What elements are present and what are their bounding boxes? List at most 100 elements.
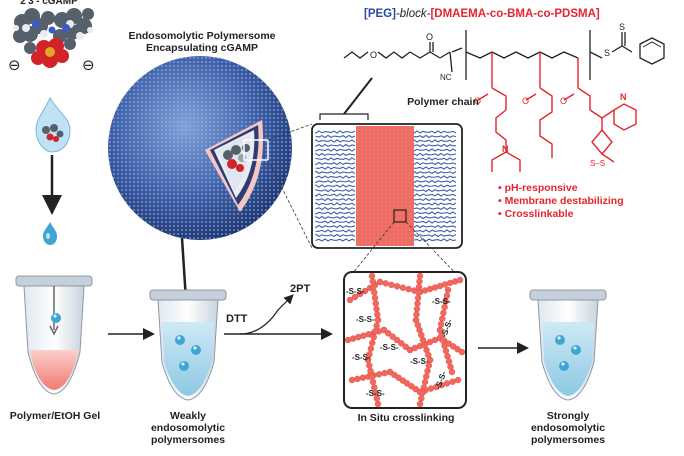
network-bead (459, 349, 465, 355)
network-bead (414, 306, 420, 312)
network-bead (421, 385, 427, 391)
network-bead (369, 340, 375, 346)
disulfide-crosslink-label: -S-S- (352, 353, 371, 362)
n-atom-label: N (502, 144, 509, 154)
network-bead (457, 277, 463, 283)
network-bead (369, 273, 375, 279)
disulfide-crosslink-label: -S-S- (346, 287, 365, 296)
network-bead (445, 287, 451, 293)
network-bead (416, 290, 422, 296)
network-bead (388, 282, 394, 288)
disulfide-crosslink-label: -S-S- (380, 343, 399, 352)
network-bead (420, 390, 426, 396)
charge-symbol-right: ⊖ (82, 57, 95, 74)
disulfide-crosslink-label: -S-S- (366, 389, 385, 398)
network-bead (417, 401, 423, 407)
network-bead (371, 334, 377, 340)
tube-strong-polymersomes (530, 290, 606, 400)
network-bead (374, 306, 380, 312)
tube-polymer-gel (16, 276, 92, 394)
network-bead (371, 290, 377, 296)
polymer-chain-bracket (320, 114, 368, 120)
network-bead (406, 286, 412, 292)
step-label-crosslinking: In Situ crosslinking (346, 412, 466, 424)
polymer-formula: [PEG]-block-[DMAEMA-co-BMA-co-PDSMA] (364, 8, 684, 20)
network-bead (368, 368, 374, 374)
network-bead (370, 379, 376, 385)
disulfide-crosslink-label: -S-S- (356, 315, 375, 324)
network-bead (368, 346, 374, 352)
feature-crosslinkable: • Crosslinkable (498, 208, 668, 221)
cyano-label: NC (440, 73, 452, 82)
polymer-chain-label: Polymer chain (398, 96, 488, 108)
network-bead (377, 279, 383, 285)
network-bead (450, 379, 456, 385)
network-bead (370, 279, 376, 285)
s-atom-thione: S (619, 22, 625, 32)
network-bead (418, 396, 424, 402)
step-label-weak: Weakly endosomolytic polymersomes (136, 410, 240, 446)
network-bead (422, 379, 428, 385)
s-atom-chain: S (604, 48, 610, 58)
network-bead (455, 377, 461, 383)
disulfide-crosslink-label: -S-S- (410, 357, 429, 366)
feature-list: • pH-responsive • Membrane destabilizing… (498, 182, 668, 221)
network-bead (417, 273, 423, 279)
network-bead (415, 295, 421, 301)
network-bead (376, 371, 382, 377)
disulfide-crosslink-label: -S-S- (432, 297, 451, 306)
polymersome-title-line-2: Encapsulating cGAMP (112, 42, 292, 54)
tube-weak-polymersomes (150, 290, 226, 400)
network-bead (371, 284, 377, 290)
network-bead (416, 284, 422, 290)
step-label-gel: Polymer/EtOH Gel (0, 410, 110, 422)
network-bead (446, 359, 452, 365)
network-bead (423, 374, 429, 380)
o-atom-2: O (522, 96, 529, 106)
network-bead (400, 285, 406, 291)
membrane-box (312, 124, 462, 248)
o-atom-peg: O (370, 50, 377, 60)
feature-ph-responsive: • pH-responsive (498, 182, 668, 195)
network-bead (440, 310, 446, 316)
dtt-label: DTT (226, 313, 248, 325)
formula-peg: [PEG] (364, 8, 396, 20)
polymersome-vesicle (108, 56, 292, 240)
byproduct-label: 2PT (290, 283, 310, 295)
formula-block: -block- (396, 8, 431, 20)
network-bead (360, 375, 366, 381)
o-atom-ester: O (426, 32, 433, 42)
network-bead (375, 317, 381, 323)
network-bead (375, 401, 381, 407)
network-bead (373, 301, 379, 307)
step-label-strong: Strongly endosomolytic polymersomes (516, 410, 620, 446)
network-bead (425, 368, 431, 374)
network-bead (417, 279, 423, 285)
byproduct-arrow (240, 296, 292, 334)
small-droplet (43, 222, 57, 245)
network-bead (369, 374, 375, 380)
network-bead (349, 377, 355, 383)
network-bead (372, 328, 378, 334)
n-atom-pyridine-label: N (620, 92, 627, 102)
network-bead (374, 312, 380, 318)
network-bead (354, 376, 360, 382)
network-bead (449, 369, 455, 375)
cgamp-label: 2'3'- cGAMP (4, 0, 94, 8)
network-bead (382, 370, 388, 376)
network-bead (443, 348, 449, 354)
polymer-side-chains (478, 52, 636, 172)
network-bead (372, 295, 378, 301)
network-bead (383, 280, 389, 286)
polymersome-title: Endosomolytic Polymersome Encapsulating … (112, 30, 292, 54)
formula-copolymer: [DMAEMA-co-BMA-co-PDSMA] (430, 8, 599, 20)
charge-symbol-left: ⊖ (8, 57, 21, 74)
feature-membrane-destabilizing: • Membrane destabilizing (498, 195, 668, 208)
network-bead (394, 283, 400, 289)
network-bead (415, 301, 421, 307)
o-atom-3: O (560, 96, 567, 106)
disulfide-chem-label: S–S (590, 159, 605, 168)
chemical-structure (344, 30, 632, 80)
polymersome-title-line-1: Endosomolytic Polymersome (112, 30, 292, 42)
